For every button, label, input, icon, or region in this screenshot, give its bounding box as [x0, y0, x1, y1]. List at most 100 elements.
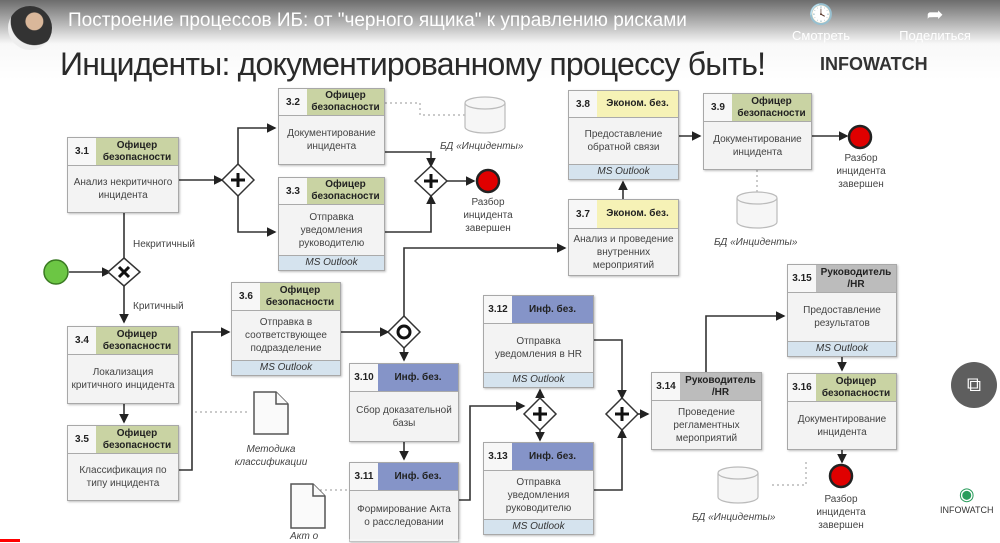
task-text: Формирование Акта о расследовании — [357, 504, 451, 528]
label-critical: Критичный — [133, 301, 184, 312]
task-text: Отправка уведомления руководителю — [298, 211, 365, 249]
infowatch-logo-small: ◉INFOWATCH — [940, 484, 994, 515]
task-role: Эконом. без. — [597, 91, 678, 117]
task-role: Офицер безопасности — [732, 94, 811, 121]
task-number: 3.7 — [569, 200, 597, 228]
task-number: 3.4 — [68, 327, 96, 354]
share-icon: ➦ — [926, 4, 944, 26]
task-text: Отправка уведомления в HR — [494, 336, 583, 360]
progress-fill — [0, 539, 20, 542]
share-label: Поделиться — [899, 28, 971, 43]
task-text: Документирование инцидента — [797, 413, 887, 438]
share-button[interactable]: ➦ Поделиться — [895, 2, 975, 43]
task-text: Отправка уведомления руководителю — [505, 476, 572, 514]
doc-label: Методика классификации — [234, 444, 308, 468]
database-icon — [464, 96, 778, 504]
video-progress-bar[interactable] — [0, 539, 1000, 542]
task-number: 3.3 — [279, 178, 307, 204]
task-role: Офицер безопасности — [96, 138, 178, 165]
task-tool: MS Outlook — [232, 360, 340, 375]
task-number: 3.13 — [484, 443, 512, 470]
task-tool: MS Outlook — [569, 164, 678, 179]
end-event — [475, 124, 873, 489]
db-label: БД «Инциденты» — [714, 237, 798, 248]
task-text: Классификация по типу инцидента — [79, 465, 167, 489]
task-role: Инф. без. — [512, 443, 593, 470]
task-tool: MS Outlook — [788, 341, 896, 356]
task-tool: MS Outlook — [484, 372, 593, 387]
watch-later-button[interactable]: 🕓Смотреть — [781, 2, 861, 43]
task-text: Локализация критичного инцидента — [71, 367, 175, 391]
task-number: 3.8 — [569, 91, 597, 117]
miniplayer-icon: ⧉ — [966, 373, 982, 396]
task-role: Офицер безопасности — [307, 89, 384, 115]
slide-title: Инциденты: документированному процессу б… — [60, 46, 766, 82]
task-role: Эконом. без. — [597, 200, 678, 228]
task-role: Офицер безопасности — [816, 374, 896, 401]
end-label: Разбор инцидента завершен — [816, 494, 866, 531]
task-role: Офицер безопасности — [260, 283, 340, 310]
task-role: Офицер безопасности — [96, 327, 178, 354]
task-number: 3.15 — [788, 265, 816, 292]
task-tool: MS Outlook — [279, 255, 384, 270]
task-number: 3.10 — [350, 364, 378, 391]
task-number: 3.1 — [68, 138, 96, 165]
gateway-exclusive — [106, 257, 142, 287]
task-number: 3.14 — [652, 373, 680, 400]
end-label: Разбор инцидента завершен — [463, 197, 513, 234]
miniplayer-button[interactable]: ⧉ — [951, 362, 997, 408]
watch-later-label: Смотреть — [792, 28, 850, 43]
task-number: 3.5 — [68, 426, 96, 453]
task-role: Офицер безопасности — [307, 178, 384, 204]
task-text: Отправка в соответствующее подразделение — [245, 317, 327, 354]
task-number: 3.6 — [232, 283, 260, 310]
task-text: Документирование инцидента — [287, 128, 376, 152]
task-text: Предоставление обратной связи — [584, 129, 663, 153]
task-number: 3.2 — [279, 89, 307, 115]
brand-text: INFOWATCH — [940, 505, 994, 515]
db-label: БД «Инциденты» — [692, 512, 776, 523]
task-text: Предоставление результатов — [803, 305, 881, 329]
video-title[interactable]: Построение процессов ИБ: от "черного ящи… — [68, 10, 687, 31]
task-number: 3.9 — [704, 94, 732, 121]
start-event — [43, 259, 69, 285]
task-tool: MS Outlook — [484, 519, 593, 534]
channel-avatar[interactable] — [8, 6, 52, 50]
label-noncritical: Некритичный — [133, 239, 195, 250]
task-text: Анализ и проведение внутренних мероприят… — [573, 233, 674, 271]
document-icon — [253, 391, 326, 529]
task-role: Инф. без. — [378, 364, 458, 391]
infowatch-logo: INFOWATCH — [820, 54, 928, 74]
task-text: Проведение регламентных мероприятий — [673, 406, 740, 444]
task-role: Руководитель /HR — [680, 373, 761, 400]
task-text: Документирование инцидента — [713, 133, 802, 158]
db-label: БД «Инциденты» — [440, 141, 524, 152]
